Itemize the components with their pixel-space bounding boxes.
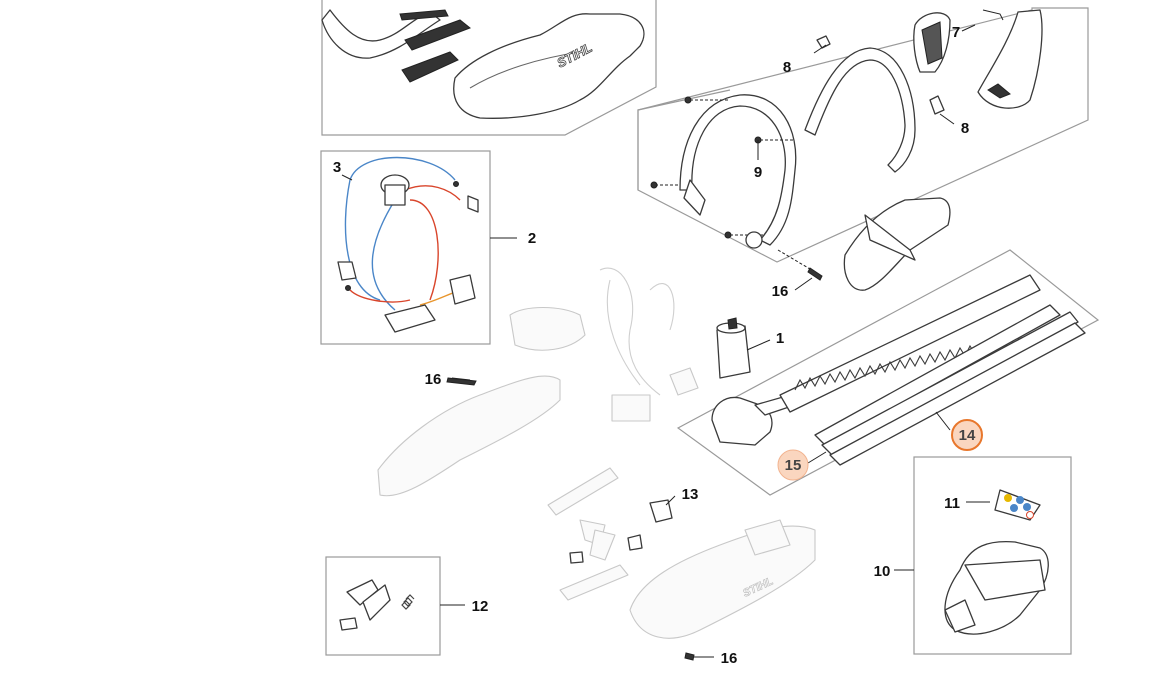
callout-13[interactable]: 13 [682,486,699,503]
label-panel [913,456,1072,655]
leader-lines [341,24,990,658]
callout-16-handle[interactable]: 16 [772,283,789,300]
callout-14-selected[interactable]: 14 [951,419,983,451]
callout-label: 1 [776,330,784,347]
callout-3[interactable]: 3 [333,159,341,176]
callout-15-highlighted[interactable]: 15 [777,449,809,481]
screw-icon [650,96,823,281]
callout-label: 9 [754,164,762,181]
handle-panel [637,7,1089,281]
callout-label: 3 [333,159,341,176]
callout-label: 7 [952,24,960,41]
callout-label: 12 [472,598,489,615]
top-housing-panel: STIHL [321,0,657,136]
callout-label: 16 [425,371,442,388]
callout-label: 11 [944,495,960,512]
callout-10[interactable]: 10 [874,563,891,580]
callout-16-housing[interactable]: 16 [425,371,442,388]
blade-panel [676,197,1100,496]
callout-8-lower[interactable]: 8 [961,120,969,137]
callout-1[interactable]: 1 [776,330,784,347]
callout-2[interactable]: 2 [528,230,536,247]
callout-label: 14 [959,427,976,444]
faded-housing-assembly: STIHL [377,267,816,639]
callout-label: 10 [874,563,891,580]
callout-7[interactable]: 7 [952,24,960,41]
callout-label: 16 [721,650,738,667]
trigger-parts-panel [325,556,441,656]
callout-label: 2 [528,230,536,247]
callout-16-bottom[interactable]: 16 [684,650,738,667]
callout-label: 8 [961,120,969,137]
callout-11[interactable]: 11 [944,495,960,512]
callout-12[interactable]: 12 [472,598,489,615]
callout-label: 13 [682,486,699,503]
wiring-harness-panel [320,150,491,345]
callout-9[interactable]: 9 [754,164,762,181]
callout-label: 15 [785,457,802,474]
callout-label: 16 [772,283,789,300]
callout-8-upper[interactable]: 8 [783,59,791,76]
callout-label: 8 [783,59,791,76]
